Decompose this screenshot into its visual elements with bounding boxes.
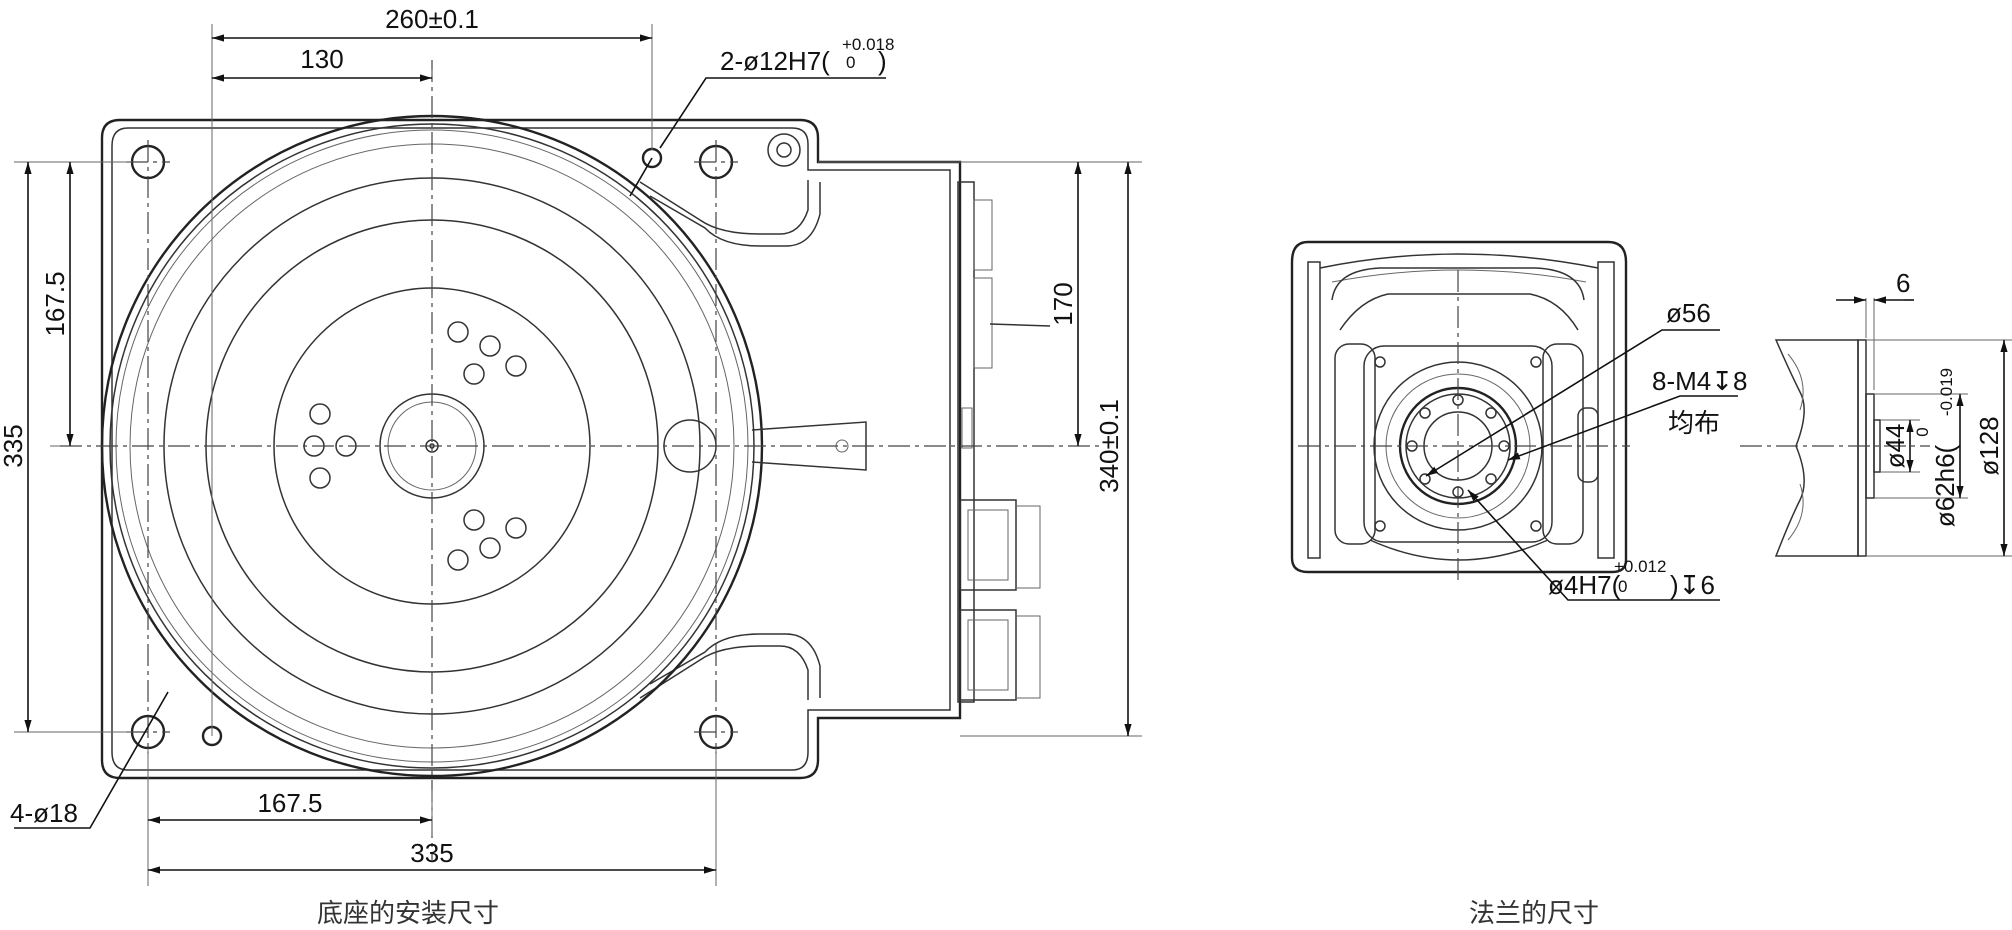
flange-dim-56: ø56 [1666, 298, 1711, 328]
flange-pin-tol-upper: +0.012 [1614, 557, 1666, 576]
flange-front-drawing [1290, 240, 1738, 601]
holes-4-callout: 4-ø18 [10, 798, 78, 828]
holes-2-tol-upper: +0.018 [842, 35, 894, 54]
dim-340: 340±0.1 [1094, 399, 1124, 493]
side-dim-44: ø44 [1880, 424, 1910, 469]
inner-hole-pattern [303, 321, 527, 571]
flange-pin-callout: ø4H7( [1548, 570, 1621, 600]
caption-flange: 法兰的尺寸 [1469, 899, 1599, 929]
flange-thread-callout: 8-M4↧8 [1652, 366, 1747, 396]
holes-2-close: ) [878, 46, 887, 76]
dim-170: 170 [1048, 282, 1078, 325]
dim-335-horizontal: 335 [410, 838, 453, 868]
flange-side-plate [1857, 339, 1867, 557]
dim-260: 260±0.1 [385, 4, 479, 34]
flange-side-drawing [1740, 296, 2012, 557]
flange-even-label: 均布 [1668, 408, 1720, 438]
side-dim-62: ø62h6( [1930, 444, 1960, 527]
side-dim-62-tol: -0.019 [1937, 368, 1956, 416]
flange-pin-close: )↧6 [1670, 570, 1715, 600]
side-dim-128: ø128 [1974, 416, 2004, 475]
dim-130: 130 [300, 44, 343, 74]
holes-2-tol-lower: 0 [846, 53, 855, 72]
flange-pin-tol-lower: 0 [1618, 577, 1627, 596]
dim-335-vertical: 335 [0, 424, 28, 467]
side-dim-6: 6 [1896, 268, 1910, 298]
caption-base: 底座的安装尺寸 [317, 899, 499, 929]
base-mount-drawing [14, 24, 1142, 886]
dim-167-5-vertical: 167.5 [40, 271, 70, 336]
holes-2-callout: 2-ø12H7( [720, 46, 830, 76]
dim-167-5-horizontal: 167.5 [257, 788, 322, 818]
base-plate-outline [100, 118, 962, 780]
side-dim-62-tol0: 0 [1913, 427, 1932, 436]
